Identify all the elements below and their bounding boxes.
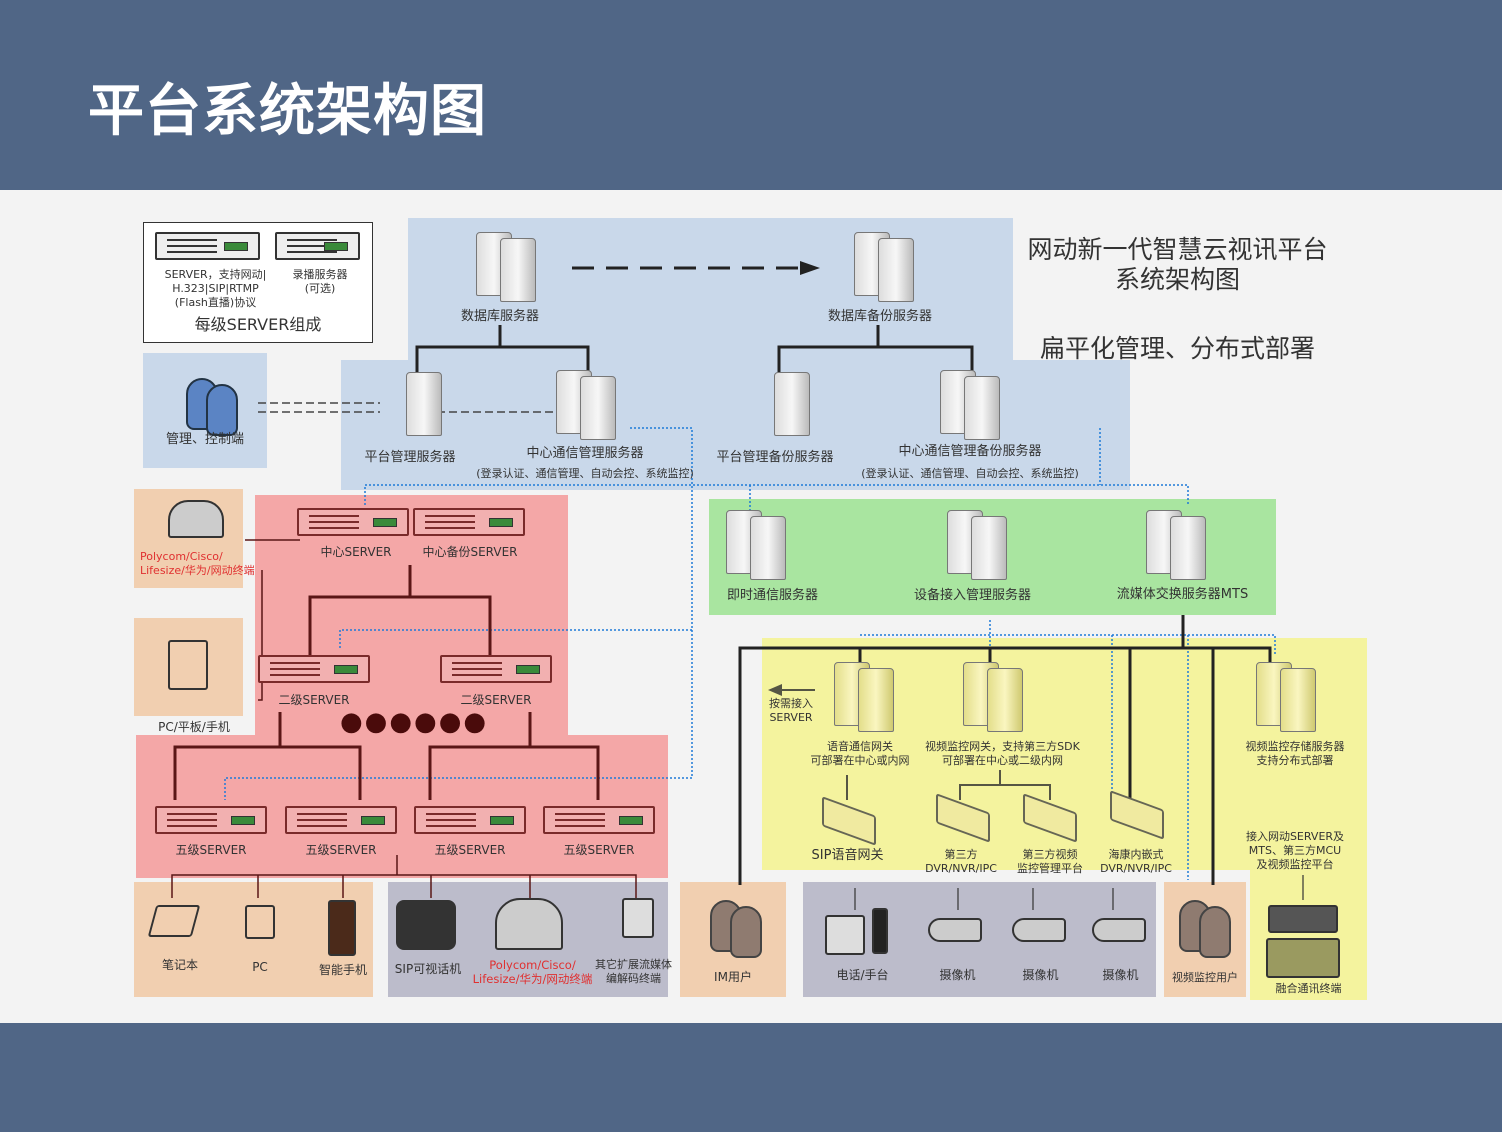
im-server-icon	[726, 510, 796, 582]
hik-label: 海康内嵌式 DVR/NVR/IPC	[1100, 848, 1172, 875]
level2-server-icon	[258, 655, 370, 683]
users-icon	[182, 378, 242, 438]
diagram-title: 网动新一代智慧云视讯平台 系统架构图	[1027, 235, 1328, 294]
laptop-icon	[147, 905, 201, 937]
center-comm-note: (登录认证、通信管理、自动会控、系统监控)	[476, 467, 694, 480]
pc-icon	[245, 905, 275, 939]
third-dvr-label: 第三方 DVR/NVR/IPC	[925, 848, 997, 875]
center-server-label: 中心SERVER	[320, 545, 392, 559]
pc-tablet-region	[134, 618, 243, 716]
db-label: 数据库服务器	[460, 309, 539, 324]
sip-video-phone-label: SIP可视话机	[394, 962, 462, 976]
footer-bar	[0, 1023, 1502, 1132]
platform-mgmt-server-icon	[382, 372, 442, 444]
level5-server-icon	[285, 806, 397, 834]
level5-server-icon	[155, 806, 267, 834]
video-user-icon	[1175, 900, 1235, 960]
voice-gateway-label: 语音通信网关 可部署在中心或内网	[810, 740, 910, 767]
radio-icon	[872, 908, 888, 954]
center-backup-server-icon	[413, 508, 525, 536]
diagram-subtitle: 扁平化管理、分布式部署	[1039, 334, 1315, 363]
header-bar	[0, 0, 1502, 190]
storage-server-icon	[1256, 662, 1326, 734]
camera-label: 摄像机	[939, 968, 976, 982]
telephone-icon	[825, 915, 865, 955]
pc-label: PC	[252, 960, 268, 974]
im-user-label: IM用户	[714, 970, 752, 984]
camera-label: 摄像机	[1102, 968, 1139, 982]
center-comm-label: 中心通信管理服务器	[526, 446, 644, 461]
fusion-terminal-label: 融合通讯终端	[1275, 982, 1342, 995]
server-rack-icon	[155, 232, 260, 260]
video-terminal-icon	[495, 898, 563, 950]
page-title: 平台系统架构图	[88, 79, 487, 144]
center-server-icon	[297, 508, 409, 536]
mts-server-icon	[1146, 510, 1216, 582]
pc-tablet-phone-icon	[168, 640, 208, 690]
on-demand-label: 按需接入 SERVER	[769, 697, 813, 724]
storage-server-label: 视频监控存储服务器 支持分布式部署	[1245, 740, 1345, 767]
center-comm-server-icon	[556, 370, 626, 442]
smartphone-label: 智能手机	[318, 963, 367, 977]
mgmt-label: 管理、控制端	[165, 432, 244, 447]
telephone-label: 电话/手台	[836, 968, 889, 982]
db-backup-label: 数据库备份服务器	[827, 309, 932, 324]
legend-caption: 每级SERVER组成	[194, 315, 322, 334]
level5-server-icon	[414, 806, 526, 834]
fusion-terminal-icon	[1268, 905, 1338, 933]
voice-gateway-icon	[834, 662, 904, 734]
device-server-label: 设备接入管理服务器	[913, 588, 1031, 603]
video-gateway-icon	[963, 662, 1033, 734]
codec-terminal-icon	[622, 898, 654, 938]
platform-mgmt-label: 平台管理服务器	[364, 450, 456, 465]
platform-backup-label: 平台管理备份服务器	[716, 450, 834, 465]
video-user-label: 视频监控用户	[1172, 971, 1238, 984]
video-terminal-icon	[168, 500, 224, 538]
video-gateway-label: 视频监控网关，支持第三方SDK 可部署在中心或二级内网	[925, 740, 1080, 767]
level5-server-label: 五级SERVER	[563, 843, 635, 857]
pc-tablet-label: PC/平板/手机	[158, 720, 230, 734]
center-comm-backup-server-icon	[940, 370, 1010, 442]
access-label: 接入网动SERVER及 MTS、第三方MCU 及视频监控平台	[1245, 830, 1345, 871]
legend-recorder: 录播服务器 (可选)	[292, 268, 348, 295]
sip-gateway-label: SIP语音网关	[811, 848, 884, 863]
center-comm-backup-label: 中心通信管理备份服务器	[898, 444, 1042, 459]
camera-icon	[928, 918, 982, 942]
other-terminal-label: 其它扩展流媒体 编解码终端	[595, 958, 672, 985]
camera-icon	[1012, 918, 1066, 942]
camera-icon	[1092, 918, 1146, 942]
level2-server-label: 二级SERVER	[460, 693, 532, 707]
yellow-region-right	[1250, 868, 1367, 1000]
polycom-label: Polycom/Cisco/ Lifesize/华为/网动终端	[140, 550, 255, 577]
im-server-label: 即时通信服务器	[726, 588, 818, 603]
legend-server-desc: SERVER，支持网动| H.323|SIP|RTMP (Flash直播)协议	[164, 268, 267, 309]
recorder-rack-icon	[275, 232, 360, 260]
center-backup-server-label: 中心备份SERVER	[422, 545, 518, 559]
level5-server-label: 五级SERVER	[305, 843, 377, 857]
im-user-icon	[706, 900, 766, 960]
level5-server-label: 五级SERVER	[175, 843, 247, 857]
third-platform-label: 第三方视频 监控管理平台	[1017, 848, 1083, 875]
database-server-icon	[476, 232, 546, 304]
laptop-label: 笔记本	[161, 958, 198, 972]
center-comm-backup-note: (登录认证、通信管理、自动会控、系统监控)	[861, 467, 1079, 480]
database-backup-server-icon	[854, 232, 924, 304]
platform-backup-server-icon	[750, 372, 810, 444]
mts-server-label: 流媒体交换服务器MTS	[1116, 587, 1249, 602]
level2-server-label: 二级SERVER	[278, 693, 350, 707]
ellipsis-dots: ●●●●●●	[340, 707, 489, 737]
level5-server-label: 五级SERVER	[434, 843, 506, 857]
sip-video-phone-icon	[396, 900, 456, 950]
video-wall-icon	[1266, 938, 1340, 978]
polycom-bottom-label: Polycom/Cisco/ Lifesize/华为/网动终端	[472, 958, 593, 987]
device-server-icon	[947, 510, 1017, 582]
level5-server-icon	[543, 806, 655, 834]
camera-label: 摄像机	[1022, 968, 1059, 982]
level2-server-icon	[440, 655, 552, 683]
smartphone-icon	[328, 900, 356, 956]
